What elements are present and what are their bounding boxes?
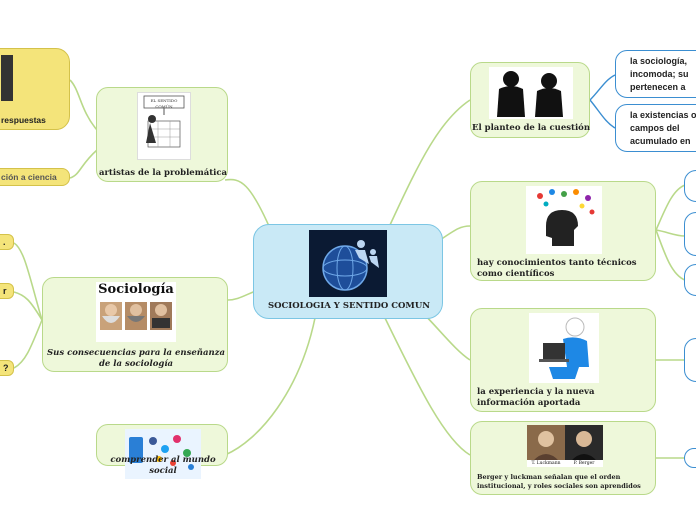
stub-node-3[interactable]: ? bbox=[0, 360, 14, 376]
link-consecuencias-stub2 bbox=[13, 291, 43, 321]
node-artistas[interactable]: EL SENTIDO COMÚN artistas de la problemá… bbox=[96, 87, 228, 182]
center-node[interactable]: SOCIOLOGIA Y SENTIDO COMUN bbox=[253, 224, 443, 319]
person-laptop-image bbox=[529, 313, 599, 383]
comprender-label: comprender al mundo social bbox=[110, 455, 216, 476]
stub-label-1: . bbox=[3, 237, 6, 247]
cartoon-image: EL SENTIDO COMÚN bbox=[137, 92, 191, 160]
center-title: SOCIOLOGIA Y SENTIDO COMUN bbox=[267, 301, 431, 311]
respuestas-image bbox=[1, 55, 13, 101]
link-planteo-leaf2 bbox=[589, 99, 616, 129]
portraits-image: T. Luckmann P. Berger bbox=[527, 425, 603, 467]
conocimientos-label: hay conocimientos tanto técnicos como ci… bbox=[477, 258, 637, 279]
artistas-label: artistas de la problemática bbox=[98, 168, 228, 178]
head-icons-image bbox=[526, 186, 602, 254]
globe-logo-image bbox=[309, 230, 387, 297]
ciencia-label: ción a ciencia bbox=[1, 172, 57, 182]
link-conoc-leaf2 bbox=[655, 229, 686, 237]
node-berger[interactable]: T. Luckmann P. Berger Berger y luckman s… bbox=[470, 421, 656, 495]
leaf-existencias-text: la existencias o campos del acumulado en bbox=[630, 110, 696, 146]
cartoon-sign-text: EL SENTIDO COMÚN bbox=[150, 98, 178, 109]
node-planteo[interactable]: El planteo de la cuestión bbox=[470, 62, 590, 138]
node-comprender[interactable]: comprender al mundo social bbox=[96, 424, 228, 479]
link-consecuencias-stub1 bbox=[13, 242, 43, 321]
link-artistas-ciencia bbox=[69, 149, 98, 179]
experiencia-leaf[interactable] bbox=[684, 338, 696, 382]
sociologia-image: Sociología bbox=[96, 282, 176, 342]
planteo-label: El planteo de la cuestión bbox=[471, 123, 591, 133]
link-conoc-leaf3 bbox=[655, 229, 686, 281]
link-center-conocimientos bbox=[439, 225, 471, 241]
link-center-berger bbox=[384, 317, 471, 456]
experiencia-label: la experiencia y la nueva información ap… bbox=[477, 387, 595, 408]
stub-label-2: r bbox=[3, 286, 7, 296]
portrait-caption-right: P. Berger bbox=[565, 460, 603, 467]
stub-label-3: ? bbox=[3, 363, 9, 373]
link-center-artistas bbox=[224, 178, 276, 241]
sociologia-image-title: Sociología bbox=[98, 282, 174, 297]
leaf-sociologia[interactable]: la sociología, incomoda; su pertenecen a bbox=[615, 50, 696, 98]
berger-label: Berger y luckman señalan que el orden in… bbox=[477, 473, 641, 490]
link-conoc-leaf1 bbox=[655, 184, 686, 231]
link-consecuencias-stub3 bbox=[13, 319, 43, 369]
respuestas-label: respuestas bbox=[1, 115, 46, 125]
link-center-planteo bbox=[389, 99, 471, 226]
link-center-comprender bbox=[224, 317, 316, 456]
conoc-leaf-3[interactable] bbox=[684, 264, 696, 296]
link-planteo-leaf1 bbox=[589, 74, 616, 101]
conoc-leaf-2[interactable] bbox=[684, 212, 696, 256]
consecuencias-label: Sus consecuencias para la enseñanza de l… bbox=[47, 348, 225, 369]
stub-node-2[interactable]: r bbox=[0, 283, 14, 299]
node-ciencia[interactable]: ción a ciencia bbox=[0, 168, 70, 186]
node-experiencia[interactable]: la experiencia y la nueva información ap… bbox=[470, 308, 656, 412]
stub-node-1[interactable]: . bbox=[0, 234, 14, 250]
node-respuestas[interactable]: respuestas bbox=[0, 48, 70, 130]
berger-leaf[interactable] bbox=[684, 448, 696, 468]
silhouettes-image bbox=[489, 67, 573, 119]
link-artistas-respuestas bbox=[69, 79, 98, 131]
leaf-existencias[interactable]: la existencias o campos del acumulado en bbox=[615, 104, 696, 152]
node-consecuencias[interactable]: Sociología Sus consecuencias para la ens… bbox=[42, 277, 228, 372]
social-media-image bbox=[125, 429, 201, 479]
portrait-caption-left: T. Luckmann bbox=[527, 460, 565, 467]
leaf-sociologia-text: la sociología, incomoda; su pertenecen a bbox=[630, 56, 689, 92]
conoc-leaf-1[interactable] bbox=[684, 170, 696, 202]
node-conocimientos[interactable]: hay conocimientos tanto técnicos como ci… bbox=[470, 181, 656, 281]
